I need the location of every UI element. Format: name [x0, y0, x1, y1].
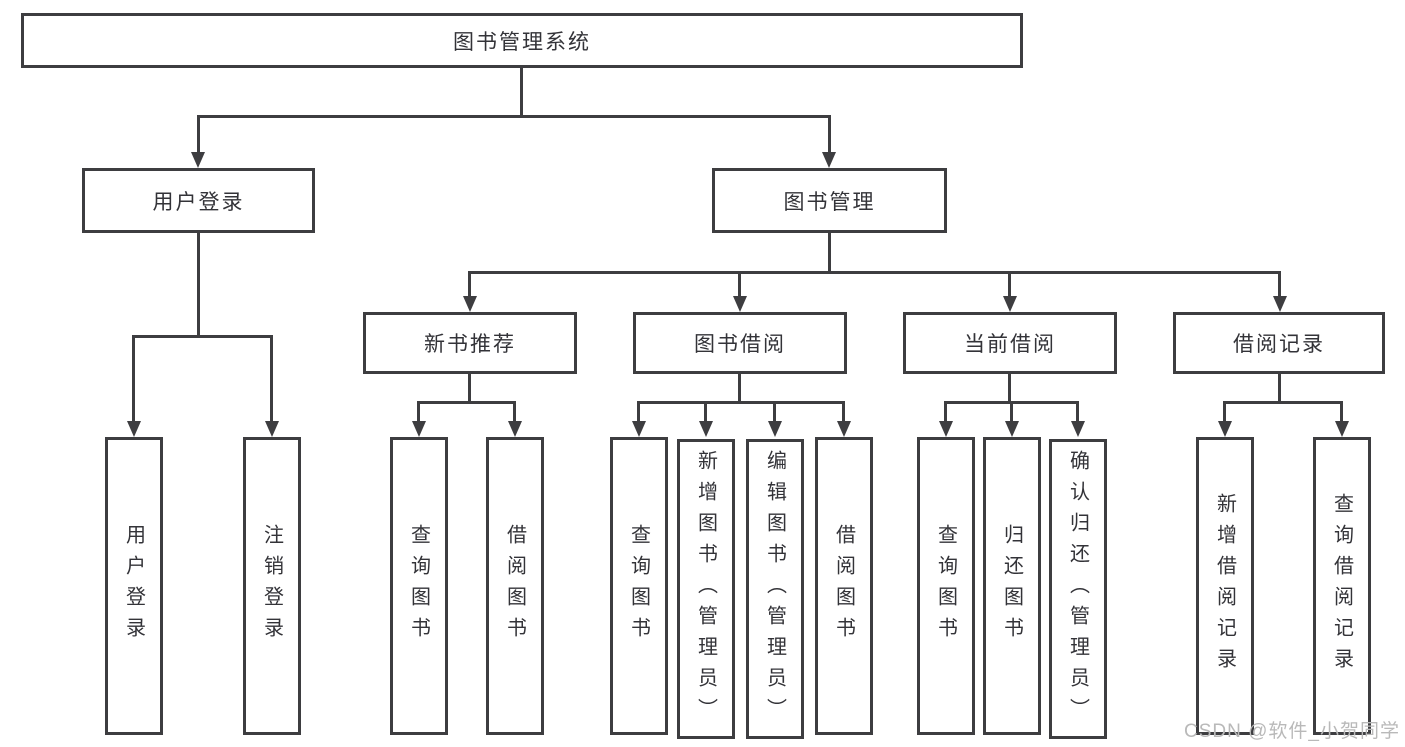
arrow-down-icon	[1218, 421, 1232, 437]
node-label: 图书借阅	[694, 333, 786, 356]
leaf-query-books: 查询图书	[390, 437, 448, 735]
connector-vline	[513, 401, 516, 424]
leaf-user-login: 用户登录	[105, 437, 163, 735]
connector-vline	[417, 401, 420, 424]
connector-hline	[468, 271, 1281, 274]
leaf-query-borrow-record: 查询借阅记录	[1313, 437, 1371, 735]
leaf-add-borrow-record: 新增借阅记录	[1196, 437, 1254, 735]
connector-vline	[468, 374, 471, 404]
arrow-down-icon	[733, 296, 747, 312]
connector-vline	[1010, 401, 1013, 424]
connector-vline	[944, 401, 947, 424]
node-label: 图书管理	[783, 190, 876, 214]
arrow-down-icon	[412, 421, 426, 437]
leaf-label: 借阅图书	[832, 524, 855, 648]
connector-hline	[637, 401, 845, 404]
leaf-label: 编辑图书（管理员）	[763, 449, 786, 729]
node-current-borrow: 当前借阅	[903, 312, 1117, 374]
node-book-mgmt: 图书管理	[712, 168, 947, 233]
leaf-label: 查询图书	[934, 524, 957, 648]
connector-vline	[704, 401, 707, 424]
leaf-query-books: 查询图书	[917, 437, 975, 735]
arrow-down-icon	[265, 421, 279, 437]
connector-vline	[828, 115, 831, 155]
node-root-system: 图书管理系统	[21, 13, 1023, 68]
leaf-label: 确认归还（管理员）	[1066, 449, 1089, 729]
connector-vline	[1278, 271, 1281, 300]
leaf-query-books: 查询图书	[610, 437, 668, 735]
leaf-logout: 注销登录	[243, 437, 301, 735]
arrow-down-icon	[939, 421, 953, 437]
arrow-down-icon	[1335, 421, 1349, 437]
connector-hline	[197, 115, 831, 118]
leaf-confirm-return-admin: 确认归还（管理员）	[1049, 439, 1107, 739]
arrow-down-icon	[1273, 296, 1287, 312]
node-book-borrow: 图书借阅	[633, 312, 847, 374]
leaf-label: 归还图书	[1000, 524, 1023, 648]
connector-vline	[520, 68, 523, 118]
connector-vline	[842, 401, 845, 424]
leaf-borrow-books: 借阅图书	[815, 437, 873, 735]
leaf-label: 查询借阅记录	[1330, 493, 1353, 679]
leaf-return-books: 归还图书	[983, 437, 1041, 735]
leaf-label: 注销登录	[260, 524, 283, 648]
arrow-down-icon	[837, 421, 851, 437]
connector-vline	[1340, 401, 1343, 424]
leaf-label: 查询图书	[627, 524, 650, 648]
connector-vline	[773, 401, 776, 424]
connector-vline	[197, 233, 200, 337]
connector-vline	[468, 271, 471, 300]
node-user-login: 用户登录	[82, 168, 315, 233]
connector-vline	[738, 271, 741, 300]
connector-vline	[1076, 401, 1079, 424]
arrow-down-icon	[1005, 421, 1019, 437]
arrow-down-icon	[822, 152, 836, 168]
csdn-watermark: CSDN @软件_小贺同学	[1184, 721, 1400, 742]
connector-vline	[1278, 374, 1281, 404]
connector-vline	[1008, 271, 1011, 300]
connector-vline	[270, 335, 273, 424]
leaf-label: 新增借阅记录	[1213, 493, 1236, 679]
arrow-down-icon	[632, 421, 646, 437]
leaf-add-books-admin: 新增图书（管理员）	[677, 439, 735, 739]
arrow-down-icon	[768, 421, 782, 437]
node-new-books: 新书推荐	[363, 312, 577, 374]
connector-vline	[738, 374, 741, 404]
leaf-label: 借阅图书	[503, 524, 526, 648]
connector-vline	[1008, 374, 1011, 404]
leaf-label: 查询图书	[407, 524, 430, 648]
arrow-down-icon	[463, 296, 477, 312]
node-label: 当前借阅	[964, 333, 1056, 356]
leaf-label: 新增图书（管理员）	[694, 449, 717, 729]
arrow-down-icon	[508, 421, 522, 437]
connector-vline	[1223, 401, 1226, 424]
node-label: 图书管理系统	[453, 30, 591, 54]
connector-hline	[417, 401, 516, 404]
node-borrow-records: 借阅记录	[1173, 312, 1385, 374]
connector-vline	[637, 401, 640, 424]
leaf-edit-books-admin: 编辑图书（管理员）	[746, 439, 804, 739]
node-label: 新书推荐	[424, 333, 516, 356]
arrow-down-icon	[1071, 421, 1085, 437]
leaf-borrow-books: 借阅图书	[486, 437, 544, 735]
connector-hline	[1223, 401, 1343, 404]
leaf-label: 用户登录	[122, 524, 145, 648]
node-label: 用户登录	[152, 190, 245, 214]
connector-vline	[132, 335, 135, 424]
node-label: 借阅记录	[1233, 333, 1325, 356]
connector-hline	[132, 335, 273, 338]
arrow-down-icon	[191, 152, 205, 168]
arrow-down-icon	[1003, 296, 1017, 312]
arrow-down-icon	[699, 421, 713, 437]
arrow-down-icon	[127, 421, 141, 437]
connector-vline	[197, 115, 200, 155]
connector-vline	[828, 233, 831, 274]
